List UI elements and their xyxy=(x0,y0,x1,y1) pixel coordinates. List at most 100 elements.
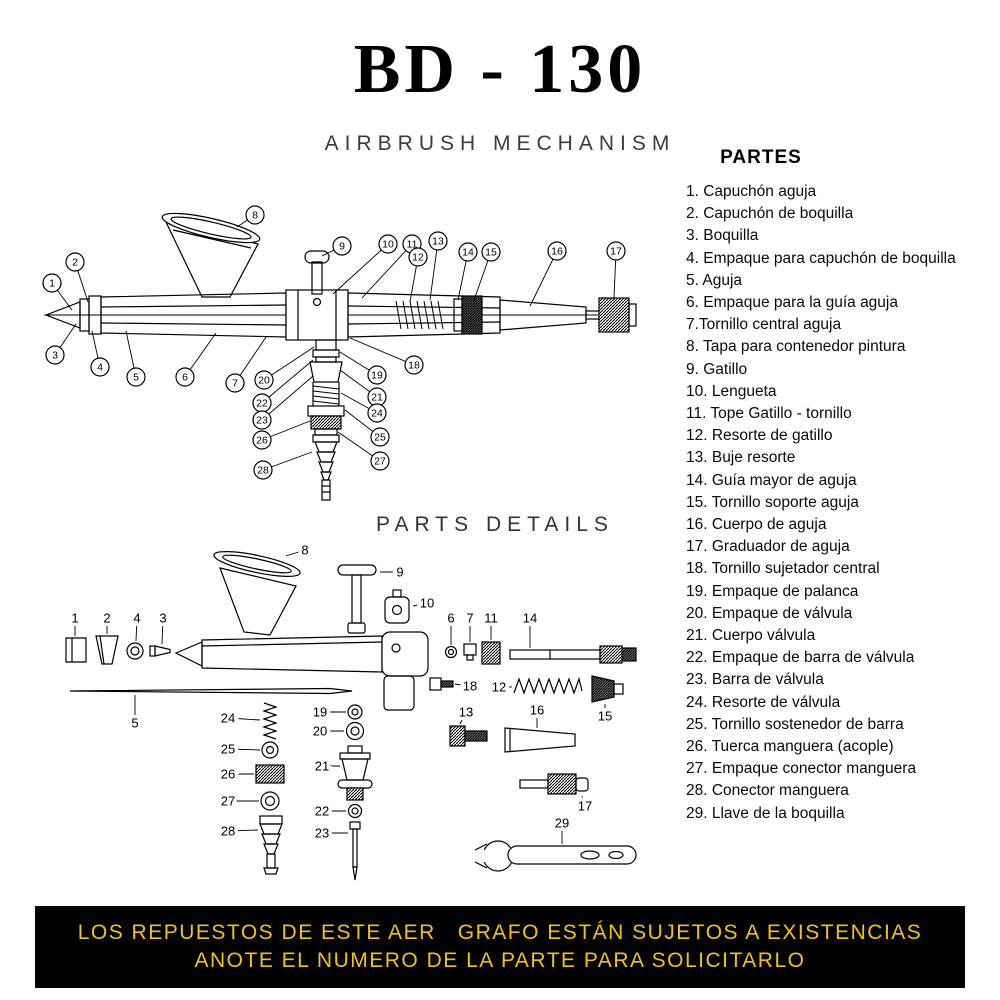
parts-list-item: 27. Empaque conector manguera xyxy=(686,760,917,778)
part-label: 17 xyxy=(578,799,592,814)
footer-banner: LOS REPUESTOS DE ESTE AER GRAFO ESTÁN SU… xyxy=(35,906,965,988)
callout-number: 15 xyxy=(485,247,497,259)
part-label: 18 xyxy=(463,679,477,694)
callout-number: 8 xyxy=(252,210,258,222)
callout-circle-18 xyxy=(404,355,424,375)
parts-list-item: 16. Cuerpo de aguja xyxy=(686,516,827,534)
part-label: 10 xyxy=(420,596,434,611)
part-label: 12 xyxy=(492,680,506,695)
callout-number: 17 xyxy=(610,246,622,258)
callout-number: 13 xyxy=(432,236,444,248)
part-label: 2 xyxy=(103,611,110,626)
parts-list-item: 25. Tornillo sostenedor de barra xyxy=(686,715,904,733)
callout-circle-15 xyxy=(481,242,501,262)
callout-number: 25 xyxy=(374,432,386,444)
callout-number: 23 xyxy=(256,415,268,427)
footer-line-2: ANOTE EL NUMERO DE LA PARTE PARA SOLICIT… xyxy=(194,949,806,972)
part-label: 6 xyxy=(447,611,454,626)
callout-number: 27 xyxy=(374,456,386,468)
callout-circle-10 xyxy=(378,234,398,254)
callout-circle-4 xyxy=(90,357,110,377)
footer-line-1: LOS REPUESTOS DE ESTE AER GRAFO ESTÁN SU… xyxy=(77,921,923,944)
callout-number: 9 xyxy=(339,241,345,253)
callout-circle-23 xyxy=(252,410,272,430)
part-label: 19 xyxy=(313,705,327,720)
callout-circle-1 xyxy=(42,273,62,293)
part-label: 27 xyxy=(221,794,235,809)
parts-list-item: 29. Llave de la boquilla xyxy=(686,804,845,822)
callout-number: 7 xyxy=(232,378,238,390)
parts-list-item: 10. Lengueta xyxy=(686,382,777,400)
part-label: 3 xyxy=(159,611,166,626)
callout-circle-3 xyxy=(45,345,65,365)
parts-list-item: 5. Aguja xyxy=(686,271,743,289)
part-label: 7 xyxy=(466,611,473,626)
parts-list-item: 24. Resorte de válvula xyxy=(686,693,841,711)
part-label: 20 xyxy=(313,724,327,739)
callout-circle-17 xyxy=(606,241,626,261)
part-label: 1 xyxy=(71,611,78,626)
page-title: BD - 130 xyxy=(353,31,647,108)
callout-number: 6 xyxy=(182,372,188,384)
callout-number: 24 xyxy=(371,408,383,420)
callout-circle-9 xyxy=(332,236,352,256)
parts-list-item: 6. Empaque para la guía aguja xyxy=(686,294,898,312)
part-label: 11 xyxy=(484,611,498,626)
part-label: 14 xyxy=(523,611,537,626)
part-label: 8 xyxy=(301,543,308,558)
part-label: 22 xyxy=(315,804,329,819)
callout-number: 2 xyxy=(72,257,78,269)
callout-number: 18 xyxy=(408,360,420,372)
parts-list-item: 8. Tapa para contenedor pintura xyxy=(686,338,906,356)
part-label: 26 xyxy=(221,767,235,782)
subtitle: AIRBRUSH MECHANISM xyxy=(324,132,676,155)
callout-number: 3 xyxy=(52,350,58,362)
part-label: 25 xyxy=(221,742,235,757)
callout-circle-26 xyxy=(252,430,272,450)
parts-list-item: 18. Tornillo sujetador central xyxy=(686,560,880,578)
callout-circle-25 xyxy=(370,427,390,447)
parts-list-item: 9. Gatillo xyxy=(686,360,748,378)
part-label: 29 xyxy=(555,816,569,831)
callout-number: 22 xyxy=(256,398,268,410)
callout-number: 14 xyxy=(462,247,474,259)
callout-number: 20 xyxy=(258,375,270,387)
callout-number: 19 xyxy=(371,370,383,382)
parts-list-item: 13. Buje resorte xyxy=(686,449,796,467)
part-label: 16 xyxy=(530,703,544,718)
callout-number: 11 xyxy=(407,239,418,251)
callout-circle-20 xyxy=(254,370,274,390)
parts-list-item: 2. Capuchón de boquilla xyxy=(686,205,854,223)
callout-number: 4 xyxy=(97,362,103,374)
callout-number: 26 xyxy=(256,435,268,447)
parts-list-item: 22. Empaque de barra de válvula xyxy=(686,649,915,667)
part-label: 21 xyxy=(315,759,329,774)
airbrush-exploded-art xyxy=(65,551,637,881)
callout-circle-7 xyxy=(225,373,245,393)
callout-circle-5 xyxy=(126,367,146,387)
parts-list-item: 3. Boquilla xyxy=(686,227,759,245)
parts-list-item: 17. Graduador de aguja xyxy=(686,538,850,556)
part-label: 28 xyxy=(221,824,235,839)
parts-list-item: 19. Empaque de palanca xyxy=(686,582,859,600)
callout-circle-16 xyxy=(547,241,567,261)
part-label: 13 xyxy=(459,705,473,720)
callout-number: 16 xyxy=(551,246,563,258)
parts-list-item: 28. Conector manguera xyxy=(686,782,849,800)
parts-list-item: 14. Guía mayor de aguja xyxy=(686,471,857,489)
part-label: 24 xyxy=(221,711,235,726)
callout-circle-19 xyxy=(367,365,387,385)
details-heading: PARTS DETAILS xyxy=(376,513,614,536)
part-label: 5 xyxy=(131,716,138,731)
callout-circle-2 xyxy=(65,252,85,272)
parts-list-item: 26. Tuerca manguera (acople) xyxy=(686,738,894,756)
callout-number: 12 xyxy=(412,252,424,264)
callout-circle-27 xyxy=(370,451,390,471)
callout-circle-12 xyxy=(408,247,428,267)
callout-number: 10 xyxy=(382,239,394,251)
callout-circle-6 xyxy=(175,367,195,387)
callout-circle-8 xyxy=(245,205,265,225)
